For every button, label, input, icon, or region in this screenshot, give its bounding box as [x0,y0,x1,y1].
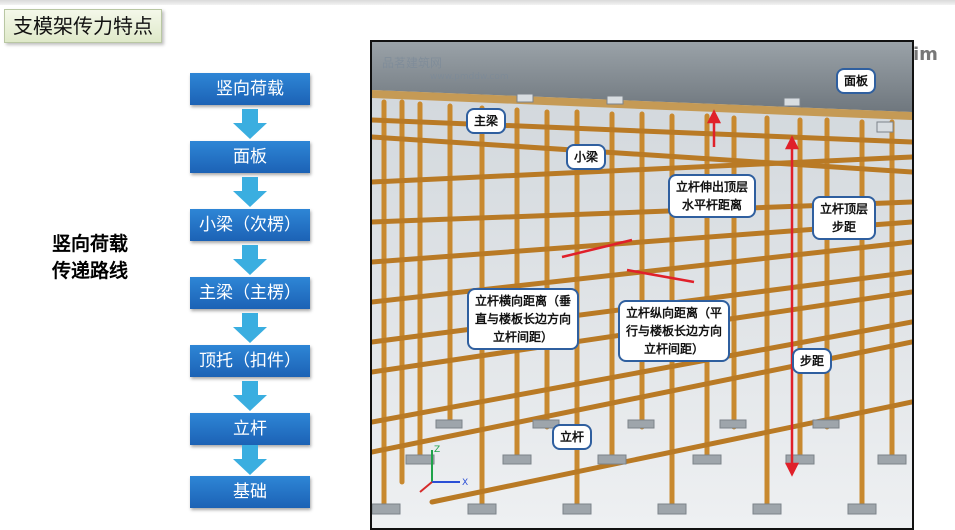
callout-longitudinal-line2: 行与楼板长边方向 [626,324,723,338]
callout-transverse-spacing: 立杆横向距离（垂 直与楼板长边方向 立杆间距） [467,288,580,350]
watermark-text: im [913,44,938,65]
callout-pole-extension: 立杆伸出顶层 水平杆距离 [668,174,757,218]
callout-top-step: 立杆顶层 步距 [812,196,877,240]
flow-step-vertical-load: 竖向荷载 [190,73,310,105]
callout-top-step-line2: 步距 [832,220,857,234]
callout-transverse-line3: 立杆间距） [493,330,554,344]
callout-main-beam: 主梁 [466,108,507,134]
callout-panel: 面板 [836,68,877,94]
flow-step-top-support: 顶托（扣件） [190,345,310,377]
watermark-logo: 品茗建筑网 [382,56,443,70]
callout-longitudinal-spacing: 立杆纵向距离（平 行与楼板长边方向 立杆间距） [618,300,731,362]
down-arrow-icon [233,109,267,139]
side-label-line2: 传递路线 [52,260,129,282]
down-arrow-icon [233,177,267,207]
watermark-url: www.pmddw.com [430,72,509,82]
callout-pole: 立杆 [552,424,593,450]
down-arrow-icon [233,445,267,475]
side-label: 竖向荷载 传递路线 [52,231,128,285]
scaffold-figure: Z X 品茗建筑网 www.pmddw.com 面板 主梁 小梁 立杆伸出顶层 … [370,40,914,530]
scaffold-illustration: Z X [372,42,912,528]
top-divider [0,0,955,5]
side-label-line1: 竖向荷载 [52,233,129,255]
callout-pole-extension-line1: 立杆伸出顶层 [676,180,749,194]
down-arrow-icon [233,313,267,343]
flow-step-pole: 立杆 [190,413,310,445]
callout-transverse-line2: 直与楼板长边方向 [475,312,572,326]
flow-step-main-beam: 主梁（主楞） [190,277,310,309]
callout-transverse-line1: 立杆横向距离（垂 [475,294,572,308]
callout-pole-extension-line2: 水平杆距离 [682,198,743,212]
callout-step: 步距 [792,348,833,374]
callout-longitudinal-line1: 立杆纵向距离（平 [626,306,723,320]
callout-small-beam: 小梁 [566,144,607,170]
flow-step-foundation: 基础 [190,476,310,508]
callout-longitudinal-line3: 立杆间距） [644,342,705,356]
flow-step-panel: 面板 [190,141,310,173]
flow-step-small-beam: 小梁（次楞） [190,209,310,241]
down-arrow-icon [233,245,267,275]
axis-x-label: X [462,478,468,488]
page-title: 支模架传力特点 [4,9,162,43]
down-arrow-icon [233,381,267,411]
axis-z-label: Z [434,445,440,455]
callout-top-step-line1: 立杆顶层 [820,202,869,216]
